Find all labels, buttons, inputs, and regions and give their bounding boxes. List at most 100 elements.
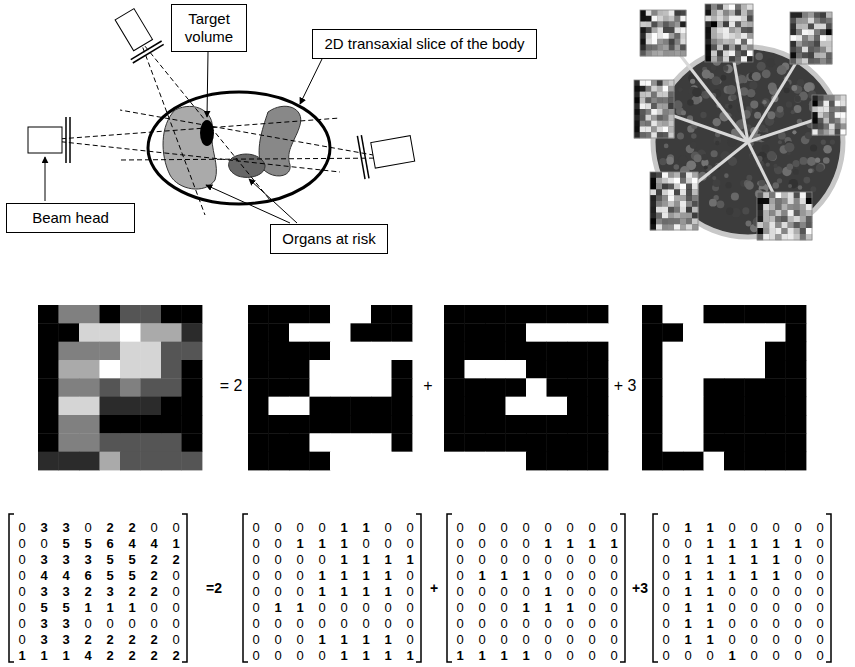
matrix-cell: 0 <box>18 553 25 566</box>
matrix-cell: 0 <box>128 617 135 630</box>
matrix-cell: 1 <box>362 633 369 646</box>
matrix-cell: 0 <box>522 521 529 534</box>
matrix-cell: 0 <box>406 569 413 582</box>
matrix-cell: 0 <box>544 521 551 534</box>
matrix-cell: 0 <box>500 601 507 614</box>
matrix-cell: 1 <box>522 601 529 614</box>
matrix-cell: 0 <box>274 521 281 534</box>
matrix-cell: 1 <box>684 617 691 630</box>
matrix-cell: 1 <box>384 569 391 582</box>
matrix-cell: 6 <box>106 537 113 550</box>
matrix-cell: 1 <box>362 649 369 662</box>
matrix-cell: 0 <box>318 617 325 630</box>
matrix-cell: 0 <box>274 585 281 598</box>
matrix-cell: 1 <box>684 585 691 598</box>
matrix-cell: 1 <box>40 649 47 662</box>
matrix-cell: 0 <box>544 553 551 566</box>
matrix-cell: 0 <box>544 649 551 662</box>
matrix-cell: 1 <box>684 521 691 534</box>
organ-shape <box>229 154 265 177</box>
matrix-cell: 5 <box>62 601 69 614</box>
matrix-cell: 0 <box>406 601 413 614</box>
matrix-cell: 0 <box>500 617 507 630</box>
matrix-cell: 0 <box>274 649 281 662</box>
matrix-cell: 0 <box>252 633 259 646</box>
matrix-cell: 0 <box>406 521 413 534</box>
matrix-cell: 0 <box>794 521 801 534</box>
callout-text: Organs at risk <box>282 230 375 248</box>
matrix-cell: 0 <box>296 633 303 646</box>
matrix-cell: 1 <box>384 649 391 662</box>
matrix-cell: 1 <box>500 649 507 662</box>
matrix-cell: 0 <box>252 649 259 662</box>
matrix-cell: 0 <box>478 601 485 614</box>
matrix-cell: 1 <box>544 585 551 598</box>
matrix-cell: 0 <box>750 617 757 630</box>
matrix-cell: 0 <box>18 537 25 550</box>
matrix-cell: 0 <box>610 553 617 566</box>
intensity-image <box>444 305 608 470</box>
matrix-cell: 0 <box>456 521 463 534</box>
matrix-cell: 0 <box>794 569 801 582</box>
matrix-cell: 0 <box>662 553 669 566</box>
matrix-cell: 5 <box>62 537 69 550</box>
matrix-cell: 3 <box>40 585 47 598</box>
beam-head-symbol <box>28 117 70 163</box>
matrix-cell: 0 <box>456 585 463 598</box>
fluence-map <box>812 95 846 135</box>
matrix-cell: 0 <box>296 553 303 566</box>
matrix-cell: 0 <box>816 569 823 582</box>
callout-box: Target volume <box>171 4 247 52</box>
matrix-cell: 0 <box>252 569 259 582</box>
matrix-cell: 1 <box>318 633 325 646</box>
matrix-cell: 0 <box>456 617 463 630</box>
matrix-cell: 0 <box>566 569 573 582</box>
matrix-cell: 0 <box>500 585 507 598</box>
beam-ray <box>674 142 748 201</box>
matrix-cell: 1 <box>106 601 113 614</box>
matrix-cell: 0 <box>150 601 157 614</box>
callout-box: Organs at risk <box>270 224 388 254</box>
matrix-cell: 0 <box>406 633 413 646</box>
matrix-cell: 0 <box>662 601 669 614</box>
matrix-cell: 0 <box>816 537 823 550</box>
matrix-cell: 2 <box>128 649 135 662</box>
matrix-cell: 2 <box>172 553 179 566</box>
matrix-cell: 0 <box>544 569 551 582</box>
matrix-cell: 5 <box>40 601 47 614</box>
matrix-cell: 1 <box>684 553 691 566</box>
matrix-cell: 0 <box>610 649 617 662</box>
beam-ray <box>729 33 748 142</box>
matrix-cell: 0 <box>456 569 463 582</box>
matrix-cell: 0 <box>522 617 529 630</box>
matrix-cell: 0 <box>406 537 413 550</box>
matrix-cell: 0 <box>172 569 179 582</box>
matrix-cell: 0 <box>662 633 669 646</box>
matrix-cell: 1 <box>340 521 347 534</box>
matrix-cell: 0 <box>406 585 413 598</box>
matrix-cell: 1 <box>296 601 303 614</box>
matrix-cell: 0 <box>610 617 617 630</box>
matrix-cell: 2 <box>150 649 157 662</box>
matrix-cell: 1 <box>384 585 391 598</box>
matrix-cell: 0 <box>478 617 485 630</box>
matrix-cell: 0 <box>362 617 369 630</box>
matrix-cell: 0 <box>362 537 369 550</box>
beam-ray <box>654 109 748 142</box>
matrix-cell: 3 <box>40 633 47 646</box>
matrix-cell: 0 <box>252 585 259 598</box>
matrix-cell: 1 <box>318 585 325 598</box>
matrix-cell: 0 <box>340 617 347 630</box>
matrix-bracket <box>447 514 625 662</box>
matrix-cell: 0 <box>500 537 507 550</box>
matrix-cell: 1 <box>340 553 347 566</box>
matrix-cell: 2 <box>128 585 135 598</box>
matrix-cell: 0 <box>588 617 595 630</box>
matrix-cell: 3 <box>62 585 69 598</box>
matrix-cell: 2 <box>84 633 91 646</box>
matrix-cell: 1 <box>728 569 735 582</box>
matrix-cell: 0 <box>772 521 779 534</box>
matrix-cell: 1 <box>384 553 391 566</box>
matrix-cell: 0 <box>610 633 617 646</box>
matrix-cell: 5 <box>128 553 135 566</box>
